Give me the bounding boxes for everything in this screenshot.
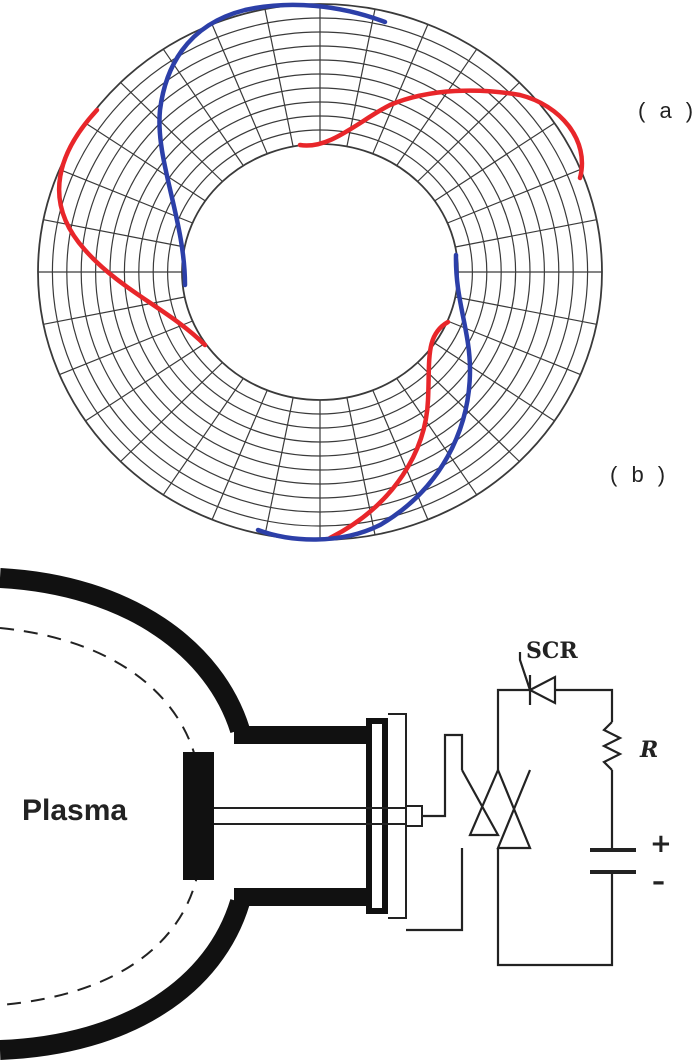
torus-spoke — [211, 24, 268, 154]
torus-spoke — [120, 82, 223, 182]
resistor-zigzag — [601, 721, 623, 771]
torus-spoke — [455, 296, 597, 325]
blue-helical-coil-lower — [255, 252, 473, 542]
torus-spoke — [396, 378, 478, 496]
torus-spoke — [264, 8, 294, 147]
torus-spoke — [417, 82, 520, 182]
torus-spoke — [264, 397, 294, 536]
discharge-circuit — [406, 652, 636, 967]
torus-spoke — [162, 378, 244, 496]
torus-spoke — [120, 362, 223, 462]
capacitor-plus: + — [650, 829, 672, 859]
red-helical-coil-right — [297, 88, 585, 181]
red-helical-coil-lower — [327, 319, 451, 541]
torus-spoke — [447, 320, 581, 376]
blue-helical-coil-upper — [157, 2, 388, 288]
flange-inner — [372, 724, 382, 908]
wire-lower-return — [406, 848, 464, 932]
torus-spoke — [162, 48, 244, 166]
probe-tip — [405, 805, 423, 827]
torus-spoke — [396, 48, 478, 166]
torus-spoke — [434, 122, 555, 202]
vessel-lower-wall — [0, 898, 250, 1060]
vacuum-vessel-cross-section: Plasma — [0, 568, 423, 1060]
red-helical-coil-upper — [56, 107, 208, 348]
torus-spoke — [417, 362, 520, 462]
plasma-label: Plasma — [22, 794, 127, 827]
torus-spoke — [455, 219, 597, 248]
capacitor-minus: – — [652, 867, 665, 897]
limiter-electrode — [183, 752, 214, 880]
torus-spoke — [43, 296, 185, 325]
torus-inner-ring — [181, 143, 459, 401]
wire-transformer-up — [496, 688, 530, 770]
resistor-label: R — [639, 737, 658, 763]
torus-spoke — [85, 342, 206, 422]
torus-spoke — [59, 168, 193, 224]
wire-transformer-down — [496, 848, 614, 967]
torus-spoke — [59, 320, 193, 376]
vessel-outer-wall — [0, 568, 250, 734]
torus-spoke — [211, 390, 268, 520]
torus-spoke — [85, 122, 206, 202]
torus-spoke — [346, 8, 376, 147]
torus-wireframe — [37, 3, 603, 541]
torus-spoke — [434, 342, 555, 422]
panel-label-b: ( b ) — [610, 462, 670, 487]
pulse-transformer — [461, 769, 532, 850]
flange-outer-frame — [388, 713, 407, 919]
probe-shaft — [214, 807, 420, 825]
wire-scr-to-resistor — [555, 688, 614, 722]
scr-label: SCR — [526, 638, 578, 664]
torus-mesh-figure — [37, 2, 603, 542]
panel-label-a: ( a ) — [638, 98, 698, 123]
wire-probe-to-transformer — [422, 733, 464, 818]
torus-spoke — [447, 168, 581, 224]
torus-spoke — [372, 24, 429, 154]
torus-spoke — [346, 397, 376, 536]
